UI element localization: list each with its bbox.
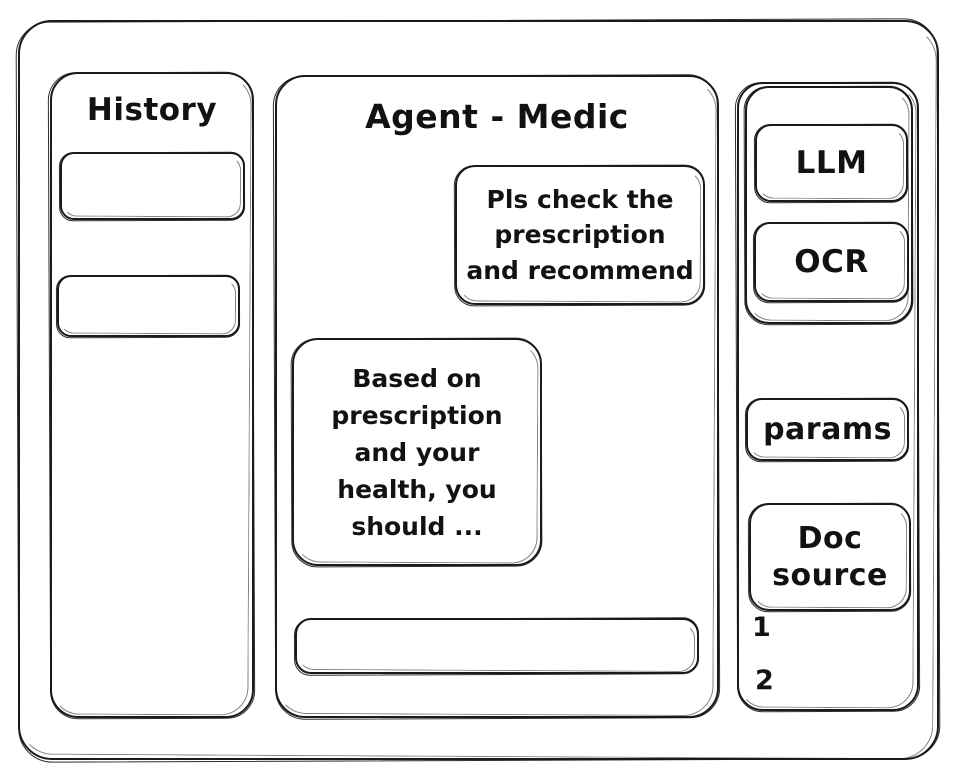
model-tools-group xyxy=(745,86,913,324)
message-input[interactable] xyxy=(295,618,699,674)
history-panel-title: History xyxy=(86,92,218,128)
chat-bubble-assistant: Based on prescription and your health, y… xyxy=(292,338,542,566)
chat-bubble-user-text: Pls check the prescription and recommend xyxy=(466,184,694,285)
tool-button-llm-label: LLM xyxy=(795,145,868,181)
tool-button-doc-source-label: Doc source xyxy=(772,520,888,594)
app-window-frame xyxy=(18,20,939,760)
tool-button-params-label: params xyxy=(763,412,892,447)
agent-chat-title: Agent - Medic xyxy=(365,97,629,136)
tool-button-llm[interactable]: LLM xyxy=(755,124,908,202)
tool-button-ocr-label: OCR xyxy=(794,244,869,280)
doc-source-list-item[interactable]: 1 xyxy=(752,612,771,643)
doc-source-list-item[interactable]: 2 xyxy=(755,665,774,696)
tool-button-params[interactable]: params xyxy=(746,398,909,461)
tool-button-ocr[interactable]: OCR xyxy=(754,222,909,302)
agent-chat-panel xyxy=(275,75,719,718)
chat-bubble-assistant-text: Based on prescription and your health, y… xyxy=(331,363,503,541)
history-list-item[interactable] xyxy=(57,275,240,337)
tool-button-doc-source[interactable]: Doc source xyxy=(749,503,911,611)
tools-sidebar xyxy=(737,82,919,711)
history-list-item[interactable] xyxy=(60,152,245,220)
history-panel xyxy=(50,72,254,718)
chat-bubble-user: Pls check the prescription and recommend xyxy=(455,165,705,305)
